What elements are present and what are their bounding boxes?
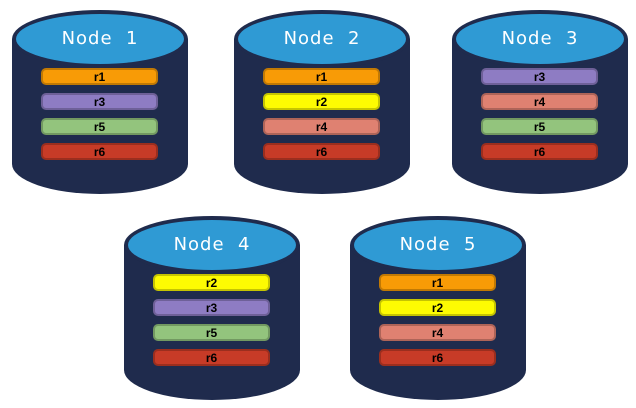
- replica-label: r4: [533, 94, 546, 109]
- replica-label: r2: [315, 94, 328, 109]
- cylinder-top-face: [456, 14, 624, 64]
- db-node: Node 3 r3 r4 r5 r6: [452, 10, 628, 194]
- replica-list: r2 r3 r5 r6: [153, 274, 270, 366]
- replica-label: r1: [315, 69, 328, 84]
- node-title: Node 1: [61, 28, 139, 49]
- replica-bar-r3: r3: [153, 299, 270, 316]
- node-title: Node 3: [501, 28, 579, 49]
- node-title: Node 4: [173, 234, 251, 255]
- replica-bar-r3: r3: [481, 68, 598, 85]
- replica-label: r6: [205, 350, 218, 365]
- replica-bar-r1: r1: [41, 68, 158, 85]
- replica-bar-r3: r3: [41, 93, 158, 110]
- replica-label: r4: [431, 325, 444, 340]
- db-node: Node 4 r2 r3 r5 r6: [124, 216, 300, 400]
- db-node: Node 1 r1 r3 r5 r6: [12, 10, 188, 194]
- replica-bar-r6: r6: [153, 349, 270, 366]
- replica-bar-r5: r5: [41, 118, 158, 135]
- db-node: Node 5 r1 r2 r4 r6: [350, 216, 526, 400]
- node-title: Node 5: [399, 234, 477, 255]
- replica-label: r5: [533, 119, 546, 134]
- replica-bar-r4: r4: [263, 118, 380, 135]
- node-title: Node 2: [283, 28, 361, 49]
- replica-bar-r5: r5: [153, 324, 270, 341]
- replica-label: r1: [93, 69, 106, 84]
- cylinder-top-face: [128, 220, 296, 270]
- replica-bar-r4: r4: [481, 93, 598, 110]
- replica-bar-r1: r1: [263, 68, 380, 85]
- replica-list: r1 r3 r5 r6: [41, 68, 158, 160]
- replica-bar-r1: r1: [379, 274, 496, 291]
- replica-bar-r2: r2: [263, 93, 380, 110]
- replica-label: r4: [315, 119, 328, 134]
- replica-label: r6: [533, 144, 546, 159]
- replica-bar-r6: r6: [41, 143, 158, 160]
- replica-label: r2: [205, 275, 218, 290]
- cylinder-top-face: [238, 14, 406, 64]
- replica-label: r3: [533, 69, 546, 84]
- replica-label: r5: [93, 119, 106, 134]
- replica-label: r3: [93, 94, 106, 109]
- replica-bar-r2: r2: [153, 274, 270, 291]
- replica-list: r1 r2 r4 r6: [263, 68, 380, 160]
- replica-list: r1 r2 r4 r6: [379, 274, 496, 366]
- cylinder-top-face: [16, 14, 184, 64]
- replica-label: r5: [205, 325, 218, 340]
- replica-list: r3 r4 r5 r6: [481, 68, 598, 160]
- replica-bar-r4: r4: [379, 324, 496, 341]
- replica-bar-r6: r6: [379, 349, 496, 366]
- replica-bar-r5: r5: [481, 118, 598, 135]
- replica-bar-r2: r2: [379, 299, 496, 316]
- replica-label: r3: [205, 300, 218, 315]
- cylinder-top-face: [354, 220, 522, 270]
- replica-label: r6: [93, 144, 106, 159]
- replica-label: r1: [431, 275, 444, 290]
- replica-bar-r6: r6: [263, 143, 380, 160]
- replica-label: r6: [315, 144, 328, 159]
- replica-bar-r6: r6: [481, 143, 598, 160]
- replica-label: r6: [431, 350, 444, 365]
- replica-label: r2: [431, 300, 444, 315]
- db-node: Node 2 r1 r2 r4 r6: [234, 10, 410, 194]
